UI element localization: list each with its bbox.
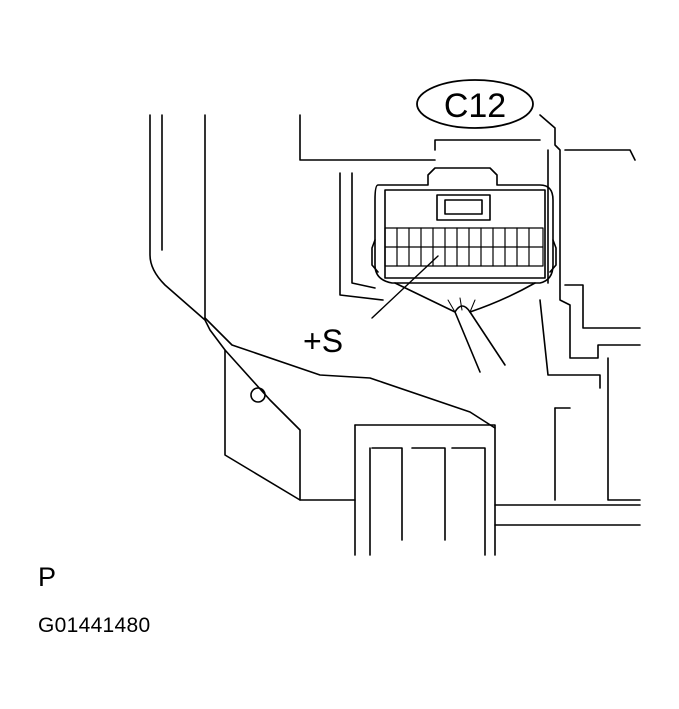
wire-harness [395,283,535,372]
view-letter: P [38,562,57,592]
connector-lock [437,195,490,220]
connector-bracket [300,115,640,500]
figure-code: G01441480 [38,614,151,637]
connector-label: C12 [444,87,506,125]
body-panel-left [150,115,495,500]
lower-bracket [355,425,640,555]
connector-callout-oval [417,80,533,128]
terminal-leader-line [372,256,438,318]
terminal-grid [385,228,543,266]
terminal-label: +S [303,323,343,359]
mounting-hole [251,388,265,402]
